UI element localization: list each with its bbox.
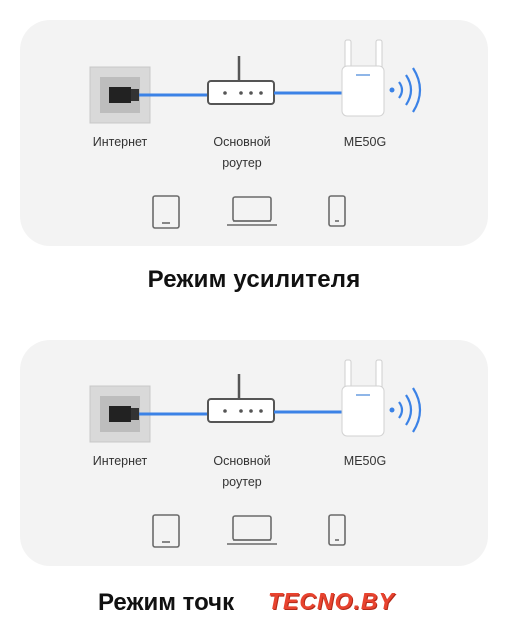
- internet-label: Интернет: [92, 454, 148, 468]
- wifi-waves-icon: [389, 387, 422, 433]
- tablet-icon: [152, 195, 180, 229]
- topology-diagram: [89, 359, 422, 548]
- topology-diagram: [89, 39, 422, 229]
- access-point-mode-panel: Интернет Основной роутер ME50G: [20, 340, 488, 566]
- laptop-icon: [227, 196, 277, 226]
- extender-label: ME50G: [343, 454, 387, 468]
- internet-label: Интернет: [92, 135, 148, 149]
- router-label: Основной роутер: [213, 454, 271, 489]
- router-icon: [207, 56, 275, 105]
- range-extender-icon: [341, 359, 385, 437]
- mode-title: Режим точк: [98, 589, 235, 616]
- mode-title: Режим усилителя: [147, 266, 361, 293]
- wifi-waves-icon: [389, 67, 422, 113]
- laptop-icon: [227, 515, 277, 545]
- watermark-logo: TECNO.BY: [268, 588, 395, 614]
- repeater-mode-panel: Интернет Основной роутер ME50G: [20, 20, 488, 246]
- smartphone-icon: [328, 514, 346, 546]
- router-icon: [207, 374, 275, 423]
- range-extender-icon: [341, 39, 385, 117]
- smartphone-icon: [328, 195, 346, 227]
- tablet-icon: [152, 514, 180, 548]
- router-label: Основной роутер: [213, 135, 271, 170]
- extender-label: ME50G: [343, 135, 387, 149]
